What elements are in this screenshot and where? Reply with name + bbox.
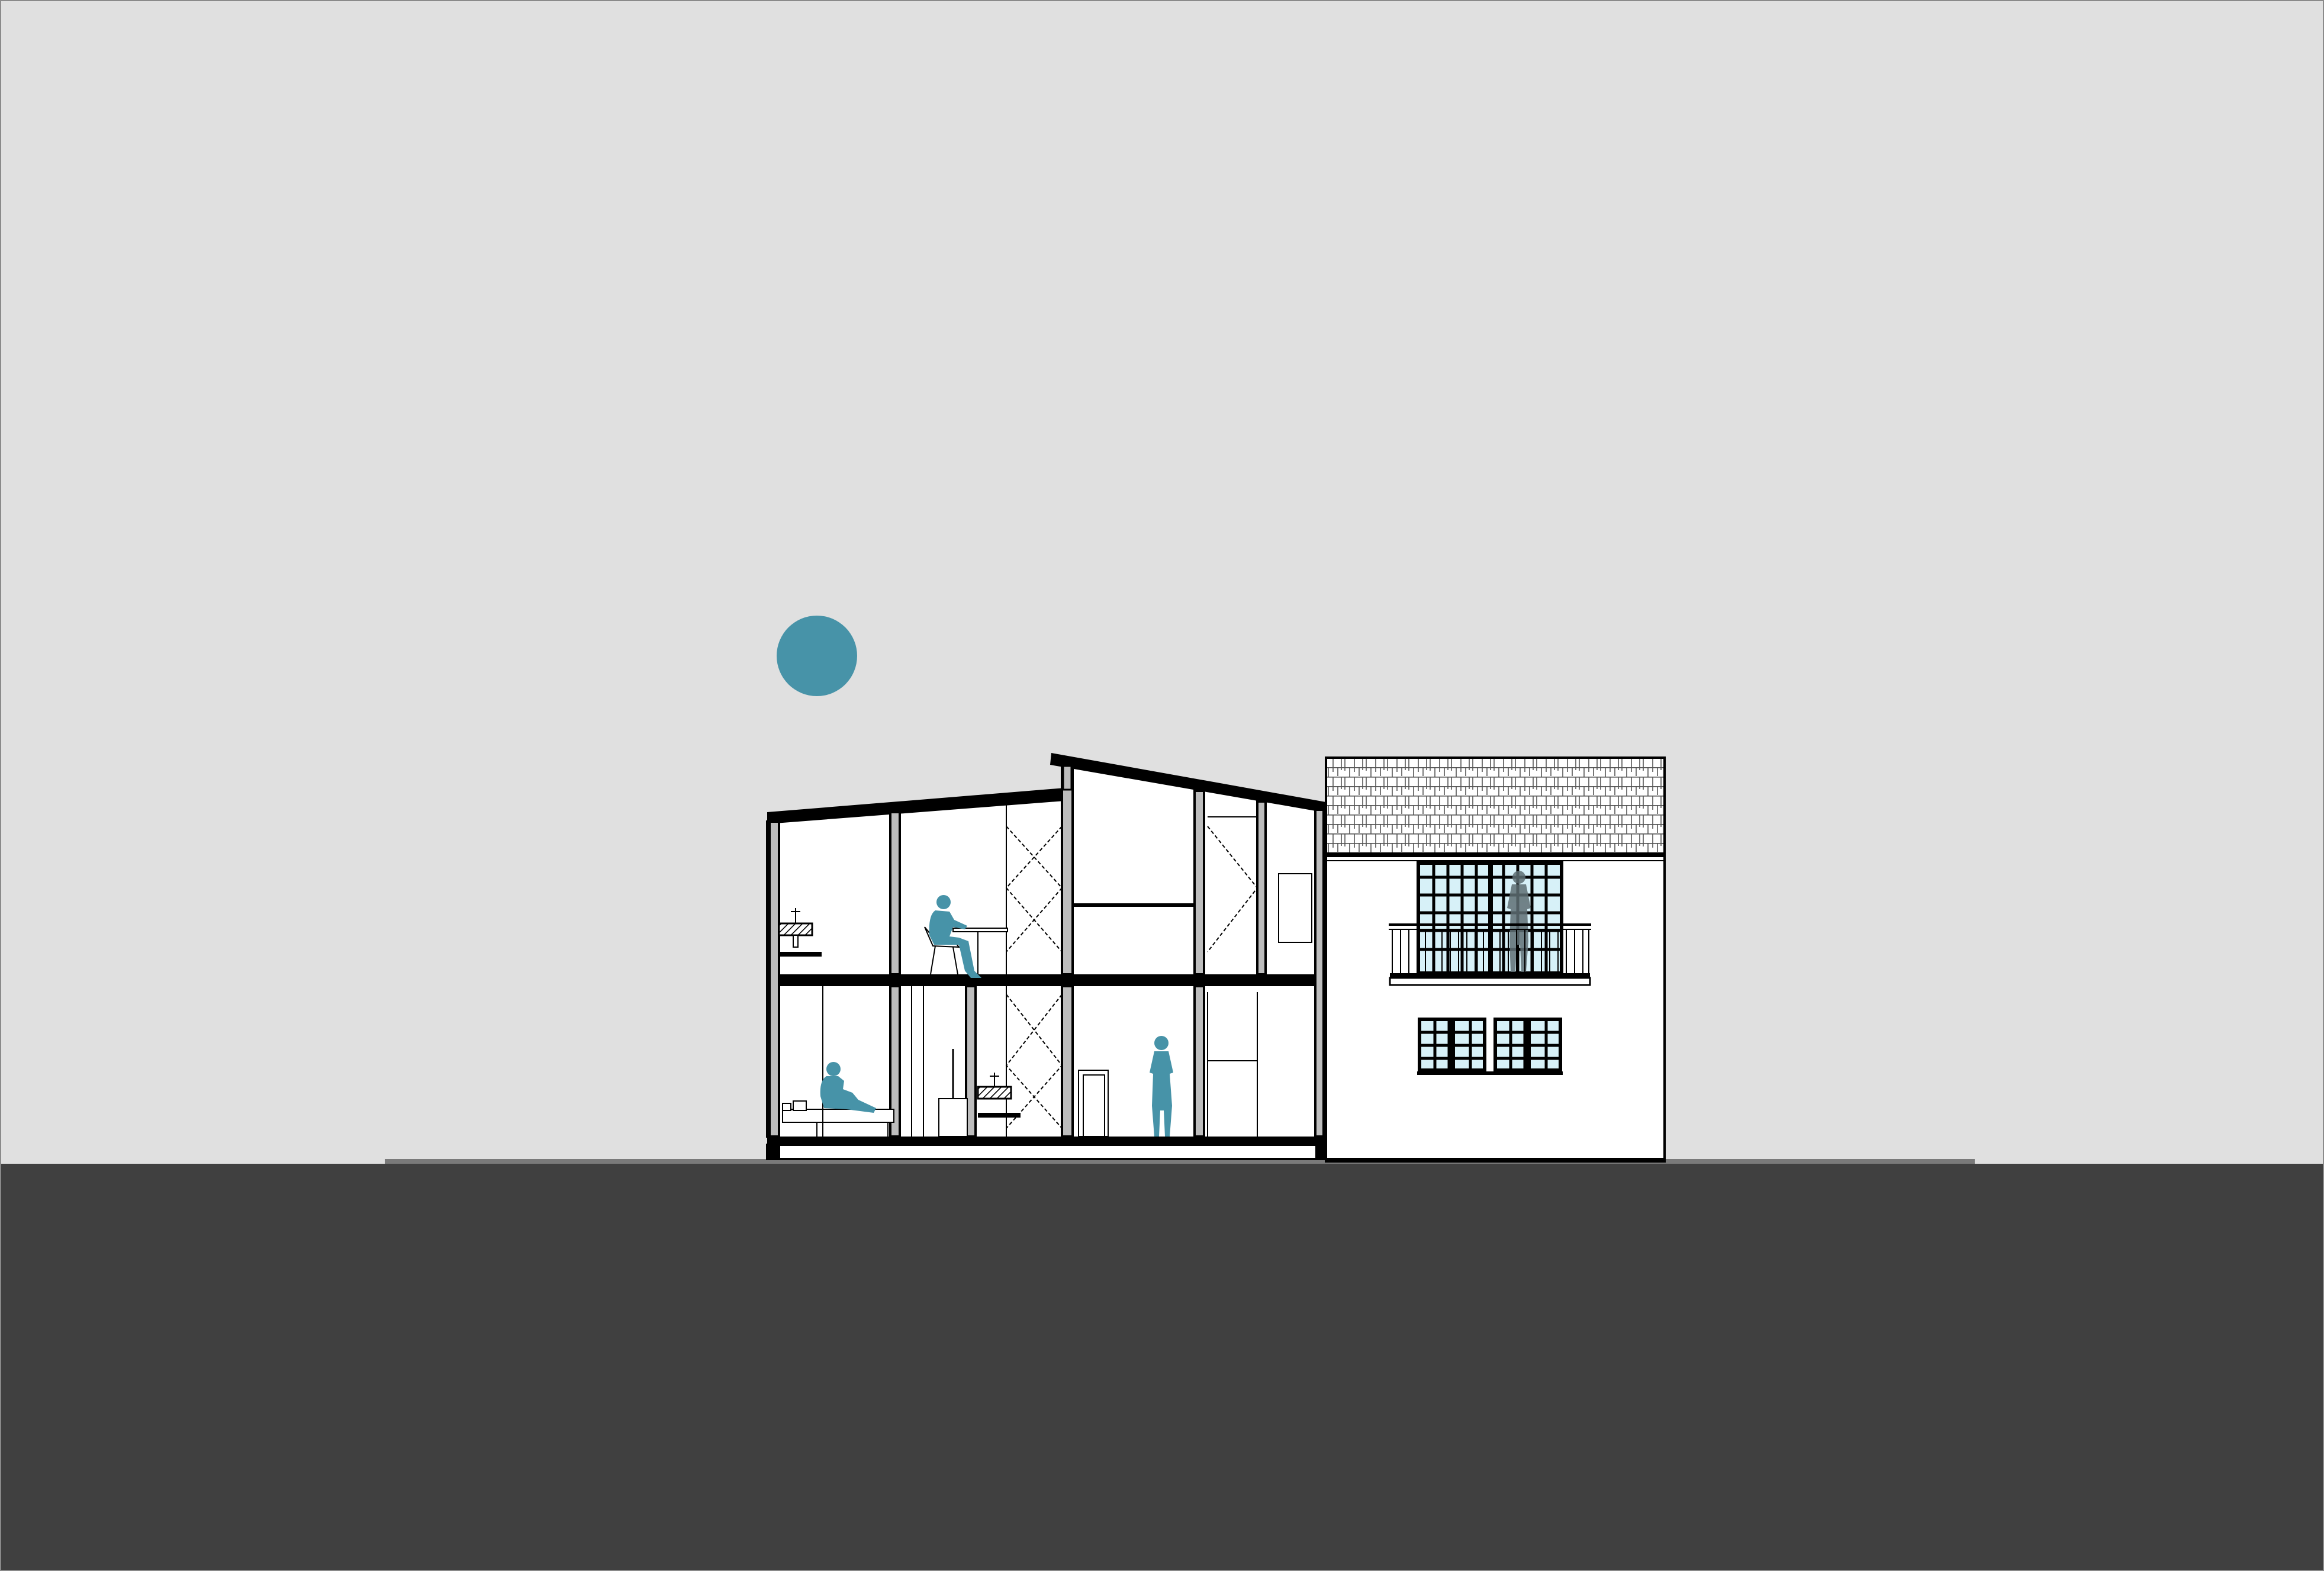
person-standing	[1150, 1036, 1173, 1137]
roof-eave	[1326, 852, 1665, 857]
person-seated-chair	[929, 895, 981, 978]
roof-post	[1062, 765, 1073, 791]
partition-upper-4	[1256, 800, 1267, 976]
lower-window-right	[1493, 1018, 1562, 1072]
ground-floor-slab	[767, 1137, 1326, 1145]
tiled-roof	[1327, 759, 1663, 854]
foundation	[766, 1144, 1327, 1160]
closet	[1207, 992, 1258, 1137]
sink-upper	[778, 908, 822, 957]
wall-panel	[1278, 873, 1312, 943]
partition-lower-2	[965, 985, 977, 1138]
door	[1078, 1070, 1109, 1137]
mezzanine-line-1	[1073, 903, 1195, 907]
partition-upper-1	[889, 811, 901, 976]
partition-lower-3	[1061, 985, 1074, 1138]
balcony-slab-edge	[1389, 977, 1591, 986]
upper-floor-slab	[767, 974, 1326, 986]
balcony-slab	[1390, 973, 1590, 978]
mezzanine-line-2	[1073, 981, 1195, 985]
footing-right	[1315, 1145, 1326, 1159]
balcony-railing	[1389, 923, 1591, 973]
stair-void-upper	[1005, 800, 1063, 974]
desk	[952, 928, 1008, 974]
interior-fill	[767, 760, 1326, 1154]
person-reclining-bed	[820, 1062, 876, 1113]
bedroom-wardrobe	[822, 986, 924, 1137]
partition-lower-1	[889, 985, 901, 1138]
section-house	[766, 753, 1327, 1160]
wall-right	[1314, 809, 1327, 1138]
partition-upper-2	[1061, 766, 1074, 976]
stair-void-lower	[1005, 986, 1063, 1137]
ground	[0, 1164, 2324, 1571]
partition-upper-3	[1193, 790, 1205, 976]
wall-left	[766, 820, 780, 1138]
stair-void-right	[1207, 816, 1258, 952]
lower-window-sill	[1417, 1071, 1563, 1075]
neighbor-house	[1325, 756, 1666, 1163]
sun-icon	[777, 616, 857, 696]
upper-gridded-window	[1417, 861, 1563, 975]
ground-line	[385, 1159, 1975, 1165]
bed	[782, 1100, 894, 1137]
bathroom-lower-fixtures	[938, 1049, 1021, 1137]
roof-left	[767, 787, 1073, 824]
lower-window-left	[1418, 1018, 1486, 1072]
partition-lower-4	[1193, 985, 1205, 1138]
footing-left	[767, 1145, 780, 1159]
roof-right	[1050, 753, 1326, 813]
